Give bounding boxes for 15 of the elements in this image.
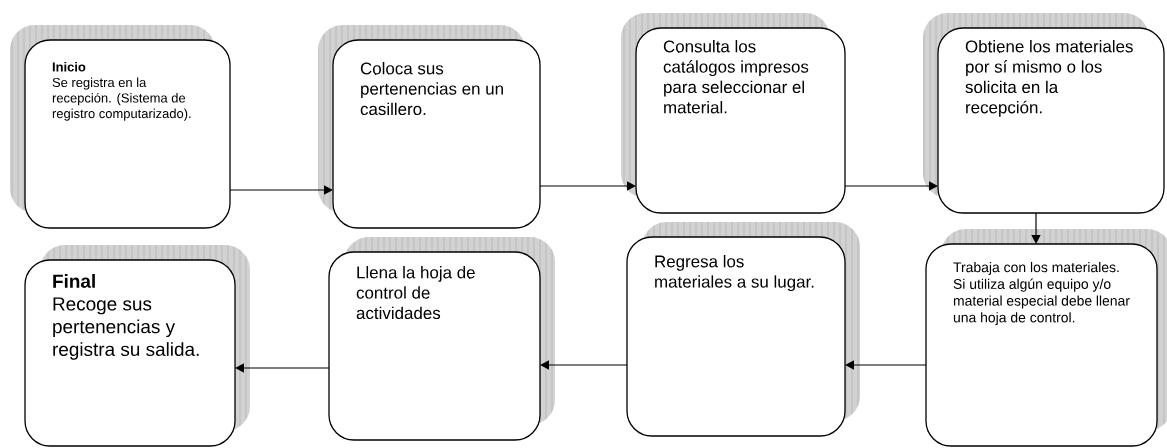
arrow <box>229 185 333 195</box>
arrow <box>1031 212 1041 244</box>
process-box: Trabaja con los materiales. Si utiliza algún equipo y/o material especial debe llenar una hoja de control. <box>925 243 1158 447</box>
process-box: Final Recoge sus pertenencias y registra su salida. <box>24 259 236 447</box>
process-box: Inicio Se registra en la recepción. (Sistema de registro computarizado). <box>24 39 231 229</box>
process-box: Obtiene los materiales por sí mismo o los solicita en la recepción. <box>937 27 1165 214</box>
process-box: Regresa los materiales a su lugar. <box>626 236 846 437</box>
process-box: Coloca sus pertenencias en un casillero. <box>332 39 541 229</box>
arrow <box>539 181 636 191</box>
arrow <box>540 360 628 370</box>
process-box: Consulta los catálogos impresos para seleccionar el material. <box>635 27 846 214</box>
arrow <box>844 181 938 191</box>
arrow <box>845 360 927 370</box>
process-box: Llena la hoja de control de actividades <box>328 251 541 441</box>
arrow <box>235 363 330 373</box>
